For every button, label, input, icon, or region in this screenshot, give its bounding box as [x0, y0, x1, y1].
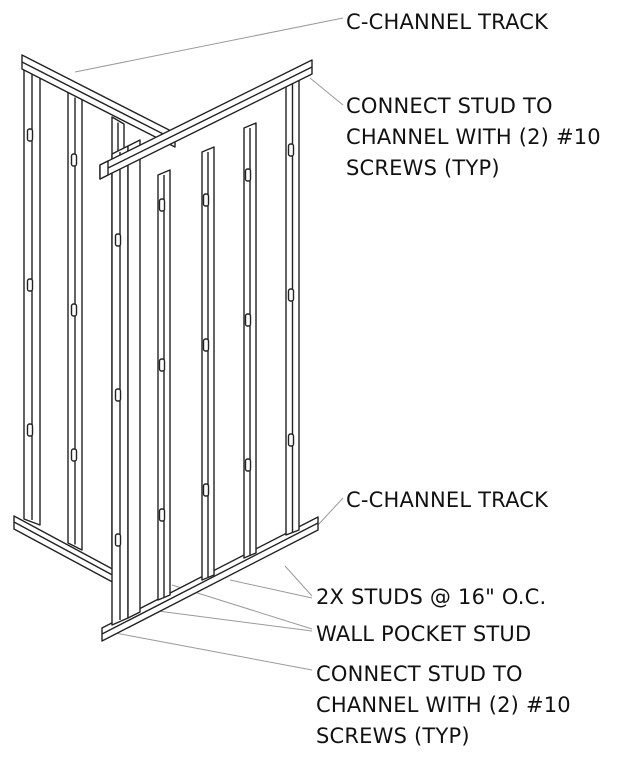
bottom-track-right-edge — [101, 522, 319, 635]
label-connect-top-line-2: CHANNEL WITH (2) #10 — [346, 125, 601, 149]
label-studs-text: 2X STUDS @ 16" O.C. — [316, 585, 547, 609]
label-connect-bottom-line-2: CHANNEL WITH (2) #10 — [316, 693, 571, 717]
stud-knockout-slot-14 — [202, 338, 210, 352]
label-top-track: C-CHANNEL TRACK — [346, 7, 548, 38]
leader-pocket-stud-2 — [149, 609, 313, 632]
leader-bottom-track — [317, 497, 344, 526]
stud-knockout-slot-6 — [70, 448, 78, 462]
leader-studs-1 — [284, 565, 313, 597]
label-bottom-track: C-CHANNEL TRACK — [346, 485, 548, 516]
leader-connect-top — [309, 77, 344, 106]
stud-knockout-slot-18 — [244, 458, 252, 472]
label-bottom-track-text: C-CHANNEL TRACK — [346, 488, 549, 512]
leader-lines — [74, 17, 344, 671]
label-pocket-stud-text: WALL POCKET STUD — [316, 622, 532, 646]
leader-connect-bottom — [109, 631, 313, 671]
stud-knockout-slot-20 — [287, 288, 295, 302]
label-studs: 2X STUDS @ 16" O.C. — [316, 582, 546, 613]
leader-studs-2 — [229, 579, 313, 599]
stud-knockout-slot-2 — [26, 278, 34, 292]
stud-knockout-slot-7 — [114, 233, 122, 247]
label-connect-top-line-1: CONNECT STUD TO — [346, 94, 553, 118]
wall-pocket-stud-b — [127, 139, 141, 619]
stud-knockout-slot-19 — [287, 143, 295, 157]
top-track-right-edge — [99, 66, 313, 173]
stud-knockout-slot-5 — [70, 303, 78, 317]
label-top-track-text: C-CHANNEL TRACK — [346, 10, 549, 34]
label-pocket-stud: WALL POCKET STUD — [316, 619, 531, 650]
bottom-track-left-edge — [13, 521, 119, 579]
stud-knockout-slot-1 — [26, 128, 34, 142]
steel-stud-frame — [13, 54, 319, 642]
label-connect-top-line-3: SCREWS (TYP) — [346, 156, 500, 180]
leader-top-track — [74, 17, 344, 73]
stud-knockout-slot-16 — [244, 168, 252, 182]
label-connect-bottom-line-3: SCREWS (TYP) — [316, 724, 470, 748]
stud-knockout-slot-11 — [158, 358, 166, 372]
stud-knockout-slot-4 — [70, 153, 78, 167]
label-connect-top: CONNECT STUD TO CHANNEL WITH (2) #10 SCR… — [346, 91, 601, 184]
stud-knockout-slot-13 — [202, 193, 210, 207]
stud-knockout-slot-17 — [244, 313, 252, 327]
stud-knockout-slot-10 — [158, 198, 166, 212]
stud-knockout-slot-21 — [287, 433, 295, 447]
stud-knockout-slot-8 — [114, 388, 122, 402]
stud-knockout-slot-15 — [202, 483, 210, 497]
stud-knockout-slot-12 — [158, 508, 166, 522]
stud-knockout-slot-3 — [26, 423, 34, 437]
label-connect-bottom-line-1: CONNECT STUD TO — [316, 662, 523, 686]
stud-knockout-slot-9 — [114, 533, 122, 547]
top-track-right-end-cap — [99, 160, 109, 180]
label-connect-bottom: CONNECT STUD TO CHANNEL WITH (2) #10 SCR… — [316, 659, 571, 752]
top-track-left-edge — [21, 61, 176, 141]
